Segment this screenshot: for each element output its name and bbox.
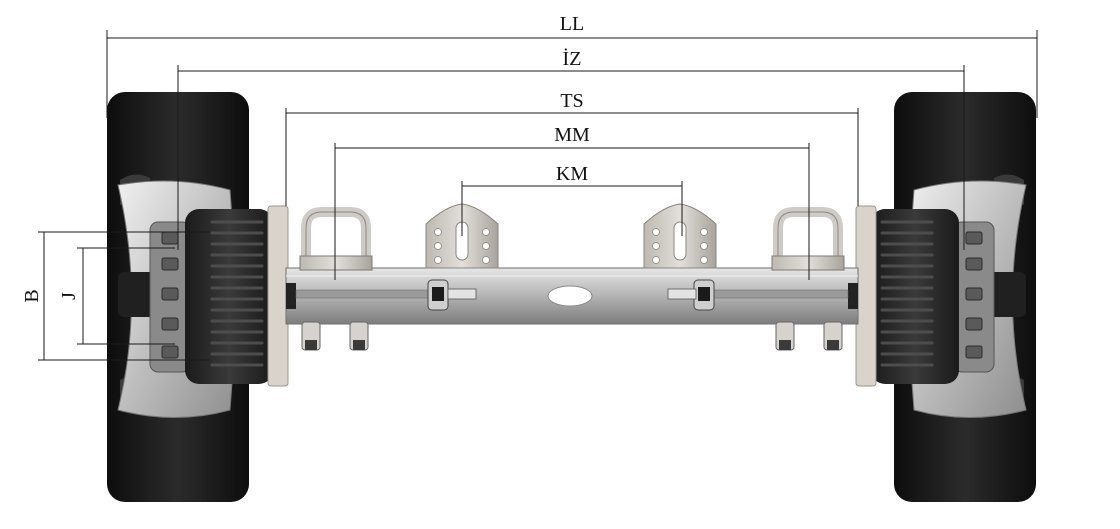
brake-camshafts [295, 279, 849, 311]
dimension-iz: İZ [177, 47, 965, 250]
dimension-mm: MM [334, 124, 810, 280]
dimension-ts: TS [285, 90, 859, 206]
dimension-j: J [58, 247, 175, 345]
left-axle-spindle [286, 283, 296, 309]
dimension-b: B [21, 231, 210, 361]
right-slack-adjuster [667, 279, 715, 311]
dimension-label-j: J [58, 292, 80, 300]
right-drum-fins [880, 220, 934, 367]
right-wheel-studs [965, 231, 983, 359]
dimension-label-km: KM [556, 163, 588, 185]
right-chamber-bracket [643, 203, 717, 269]
dimension-km: KM [461, 163, 683, 236]
dimension-label-mm: MM [554, 124, 590, 146]
right-backing-plate [855, 205, 877, 387]
left-brake-drum [185, 205, 289, 387]
dimension-label-iz: İZ [563, 47, 582, 70]
left-slack-adjuster [427, 279, 477, 311]
left-backing-plate [267, 205, 289, 387]
left-drum-fins [210, 220, 264, 367]
dimension-label-ts: TS [560, 90, 583, 112]
right-axle-spindle [848, 283, 858, 309]
dimension-label-b: B [21, 289, 43, 302]
axle-center-hole [547, 285, 593, 307]
dimension-label-ll: LL [560, 13, 584, 35]
dimension-ll: LL [106, 13, 1038, 118]
left-u-bolt [299, 207, 373, 351]
left-wheel-studs [161, 231, 179, 359]
right-u-bolt [771, 207, 845, 351]
right-brake-drum [855, 205, 959, 387]
